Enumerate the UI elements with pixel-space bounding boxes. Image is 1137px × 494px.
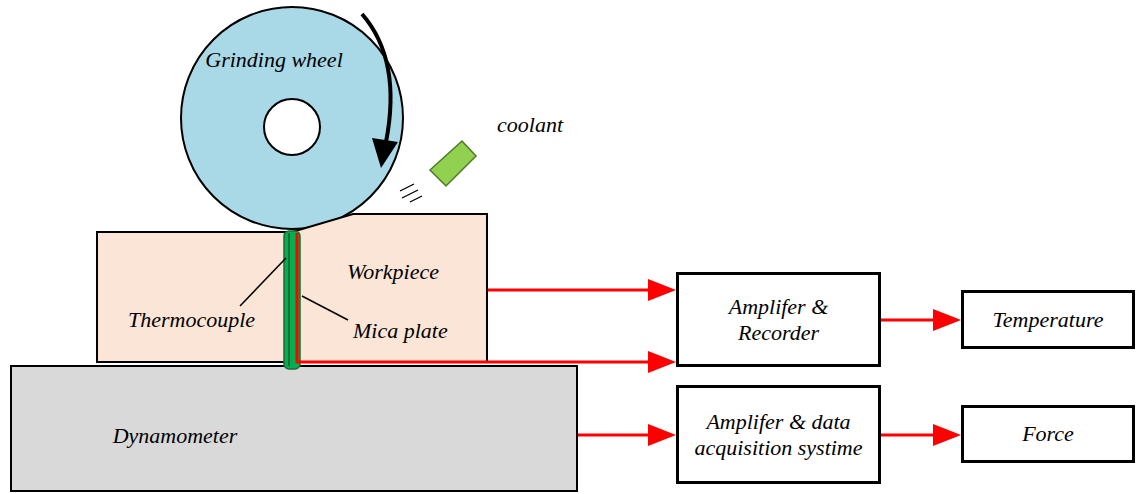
spray-line xyxy=(400,184,414,191)
coolant-nozzle xyxy=(430,141,476,186)
shape-outline xyxy=(179,5,405,231)
signal-arrow xyxy=(488,279,676,301)
shape-outline xyxy=(10,365,578,492)
arrowhead xyxy=(648,424,676,446)
node-text: Force xyxy=(1022,421,1074,447)
dynamometer-block: Dynamometer xyxy=(10,365,578,492)
signal-arrow xyxy=(881,309,961,331)
leader-line xyxy=(302,296,348,320)
part-label: Thermocouple xyxy=(128,307,255,333)
node-text: Dynamometer xyxy=(80,423,270,449)
node-text: Amplifer & data acquisition systime xyxy=(687,409,870,461)
output-box: Force xyxy=(961,405,1135,463)
rotation-arrowhead xyxy=(372,138,398,168)
node-text: Workpiece xyxy=(318,259,468,285)
node-text: Grinding wheel xyxy=(179,47,369,73)
arrow-shaft xyxy=(578,434,650,437)
dynamometer-outline xyxy=(11,366,577,491)
arrowhead xyxy=(933,424,961,446)
process-box: Amplifer & Recorder xyxy=(676,272,881,367)
thermocouple-signal xyxy=(297,233,650,362)
leader-line xyxy=(240,258,286,306)
label-holder: Mica plate xyxy=(353,318,448,344)
process-box: Amplifer & data acquisition systime xyxy=(676,385,881,484)
arrow-shaft xyxy=(881,319,935,322)
node-text: Temperature xyxy=(993,307,1104,333)
wheel-hole xyxy=(264,99,320,155)
node-text: Amplifer & Recorder xyxy=(687,294,870,346)
arrow-shaft xyxy=(488,289,650,292)
thermocouple-wire xyxy=(288,233,290,366)
wheel-body xyxy=(181,7,403,229)
spray-line xyxy=(410,196,422,202)
part-label: Mica plate xyxy=(353,318,448,344)
signal-arrow xyxy=(881,424,961,446)
spray-line xyxy=(402,190,418,198)
grinding-wheel: Grinding wheel xyxy=(179,5,405,231)
arrowhead xyxy=(933,309,961,331)
rotation-arrow xyxy=(362,14,391,142)
signal-arrowhead xyxy=(648,351,676,373)
label-holder: Thermocouple xyxy=(128,307,255,333)
arrowhead xyxy=(648,279,676,301)
signal-arrow xyxy=(578,424,676,446)
label-holder: coolant xyxy=(497,112,563,138)
arrow-shaft xyxy=(881,434,935,437)
coolant-label: coolant xyxy=(497,112,563,138)
output-box: Temperature xyxy=(961,290,1135,349)
